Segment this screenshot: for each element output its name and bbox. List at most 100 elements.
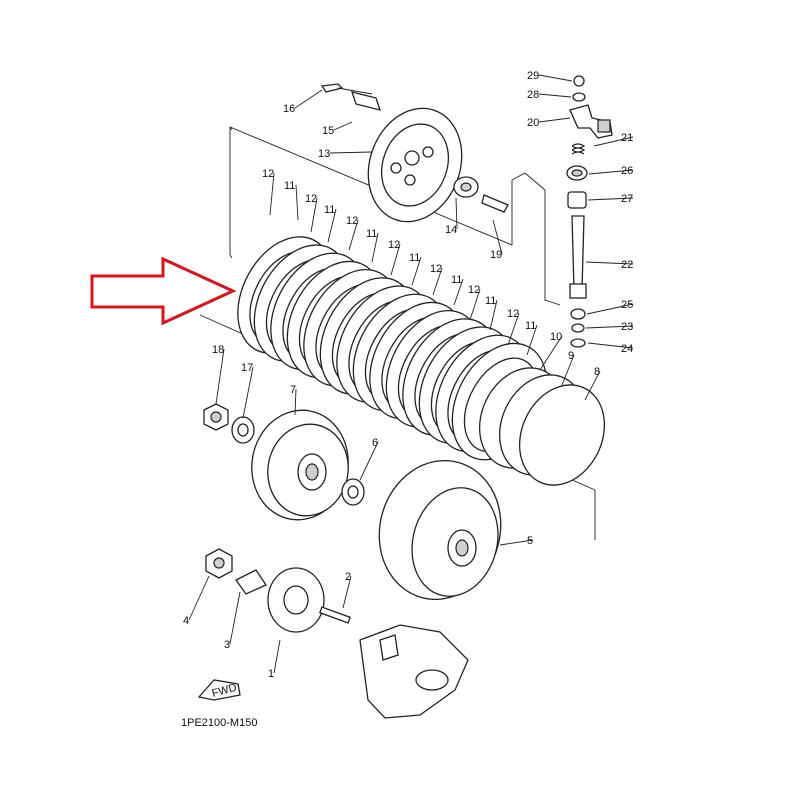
- callout-c20: 20: [527, 117, 539, 129]
- lever-block: [597, 119, 611, 133]
- leader-p12f: [469, 288, 481, 321]
- callout-c17: 17: [241, 362, 253, 374]
- callout-p12a: 12: [262, 168, 274, 180]
- callout-c15: 15: [322, 125, 334, 137]
- leader-p12a: [269, 172, 275, 216]
- push-rod-22: [571, 215, 585, 291]
- leader-c10: [539, 335, 563, 371]
- callout-leaders: [188, 74, 634, 674]
- leader-c24: [587, 342, 634, 349]
- leader-c5: [499, 539, 534, 546]
- callout-c7: 7: [290, 384, 296, 396]
- leader-p11c: [371, 232, 379, 263]
- leader-p11f: [489, 299, 498, 331]
- leader-p11e: [453, 278, 464, 306]
- callout-p11a: 11: [284, 180, 295, 192]
- leader-c18: [215, 348, 225, 405]
- leader-c2: [342, 575, 352, 609]
- callout-c9: 9: [568, 350, 574, 362]
- pressure-plate-group: [320, 83, 509, 223]
- leader-c13: [329, 151, 373, 154]
- callout-c14: 14: [445, 224, 457, 236]
- callout-p12e: 12: [430, 263, 442, 275]
- hub-nut-group: [203, 403, 255, 444]
- callout-c16: 16: [283, 103, 295, 115]
- callout-p11f: 11: [485, 295, 496, 307]
- circlip-24: [570, 338, 586, 348]
- leader-c28: [538, 93, 572, 98]
- leader-c25: [586, 303, 634, 315]
- fwd-arrow-icon: FWD: [197, 679, 241, 701]
- clutch-plate-stack: [237, 236, 548, 461]
- spring-21: [571, 143, 586, 155]
- callout-p11c: 11: [366, 228, 377, 240]
- callout-p11e: 11: [451, 274, 462, 286]
- callout-p12d: 12: [388, 239, 400, 251]
- callout-c6: 6: [372, 437, 378, 449]
- callout-p12b: 12: [305, 193, 317, 205]
- leader-p11g: [526, 324, 538, 356]
- callout-c18: 18: [212, 344, 224, 356]
- washer-23: [571, 323, 585, 333]
- callout-c5: 5: [527, 535, 533, 547]
- shift-shaft-assembly: [566, 75, 613, 348]
- drawing-code: 1PE2100-M150: [181, 717, 257, 729]
- callout-p12f: 12: [468, 284, 480, 296]
- leader-p11d: [411, 256, 422, 286]
- primary-drive-group: [205, 548, 469, 719]
- leader-c20: [538, 117, 571, 123]
- leader-c22: [585, 261, 634, 265]
- callout-p11g: 11: [525, 320, 536, 332]
- bearing-27: [567, 191, 587, 209]
- callout-c2: 2: [345, 571, 351, 583]
- leader-c26: [588, 169, 634, 175]
- rings-8-9-10: [478, 367, 606, 486]
- leader-c15: [333, 121, 353, 131]
- leader-c16: [294, 89, 323, 109]
- callout-p12g: 12: [507, 308, 519, 320]
- clutch-housing-5: [378, 459, 502, 601]
- leader-c17: [242, 366, 254, 419]
- leader-c27: [587, 197, 634, 201]
- leader-p11b: [327, 208, 337, 243]
- bolt-16-head: [320, 83, 344, 93]
- leader-c6: [359, 441, 379, 481]
- callout-c27: 27: [621, 193, 633, 205]
- leader-c21: [593, 136, 634, 147]
- clutch-boss-7: [251, 409, 349, 521]
- leader-p12c: [348, 219, 359, 251]
- callout-c8: 8: [594, 366, 600, 378]
- leader-c9: [561, 354, 575, 386]
- callout-c23: 23: [621, 321, 633, 333]
- callout-c1: 1: [268, 668, 274, 680]
- leader-c23: [585, 325, 634, 329]
- leader-p12e: [432, 267, 443, 296]
- callout-c19: 19: [490, 249, 502, 261]
- leader-c1: [273, 639, 281, 674]
- callout-labels: 2928202126272225232416151314191211121112…: [183, 70, 633, 680]
- leader-c8: [584, 370, 601, 401]
- callout-c26: 26: [621, 165, 633, 177]
- ring-8: [518, 384, 606, 486]
- spring-15: [351, 91, 381, 111]
- callout-c4: 4: [183, 615, 189, 627]
- thrust-washer-6: [341, 478, 365, 506]
- callout-c21: 21: [621, 132, 633, 144]
- leader-p12d: [390, 243, 401, 276]
- callout-p12c: 12: [346, 215, 358, 227]
- washer-28: [572, 92, 586, 102]
- leader-c19: [492, 219, 503, 255]
- leader-p12g: [507, 312, 520, 346]
- key-2: [319, 606, 351, 624]
- callout-p11d: 11: [409, 252, 420, 264]
- ball-25: [570, 308, 586, 320]
- callout-c3: 3: [224, 639, 230, 651]
- callout-c13: 13: [318, 148, 330, 160]
- push-rod-19: [481, 194, 509, 213]
- callout-c25: 25: [621, 299, 633, 311]
- circlip-29: [573, 75, 585, 87]
- leader-c29: [538, 74, 573, 82]
- leader-p12b: [310, 197, 318, 233]
- leader-p11a: [295, 184, 299, 221]
